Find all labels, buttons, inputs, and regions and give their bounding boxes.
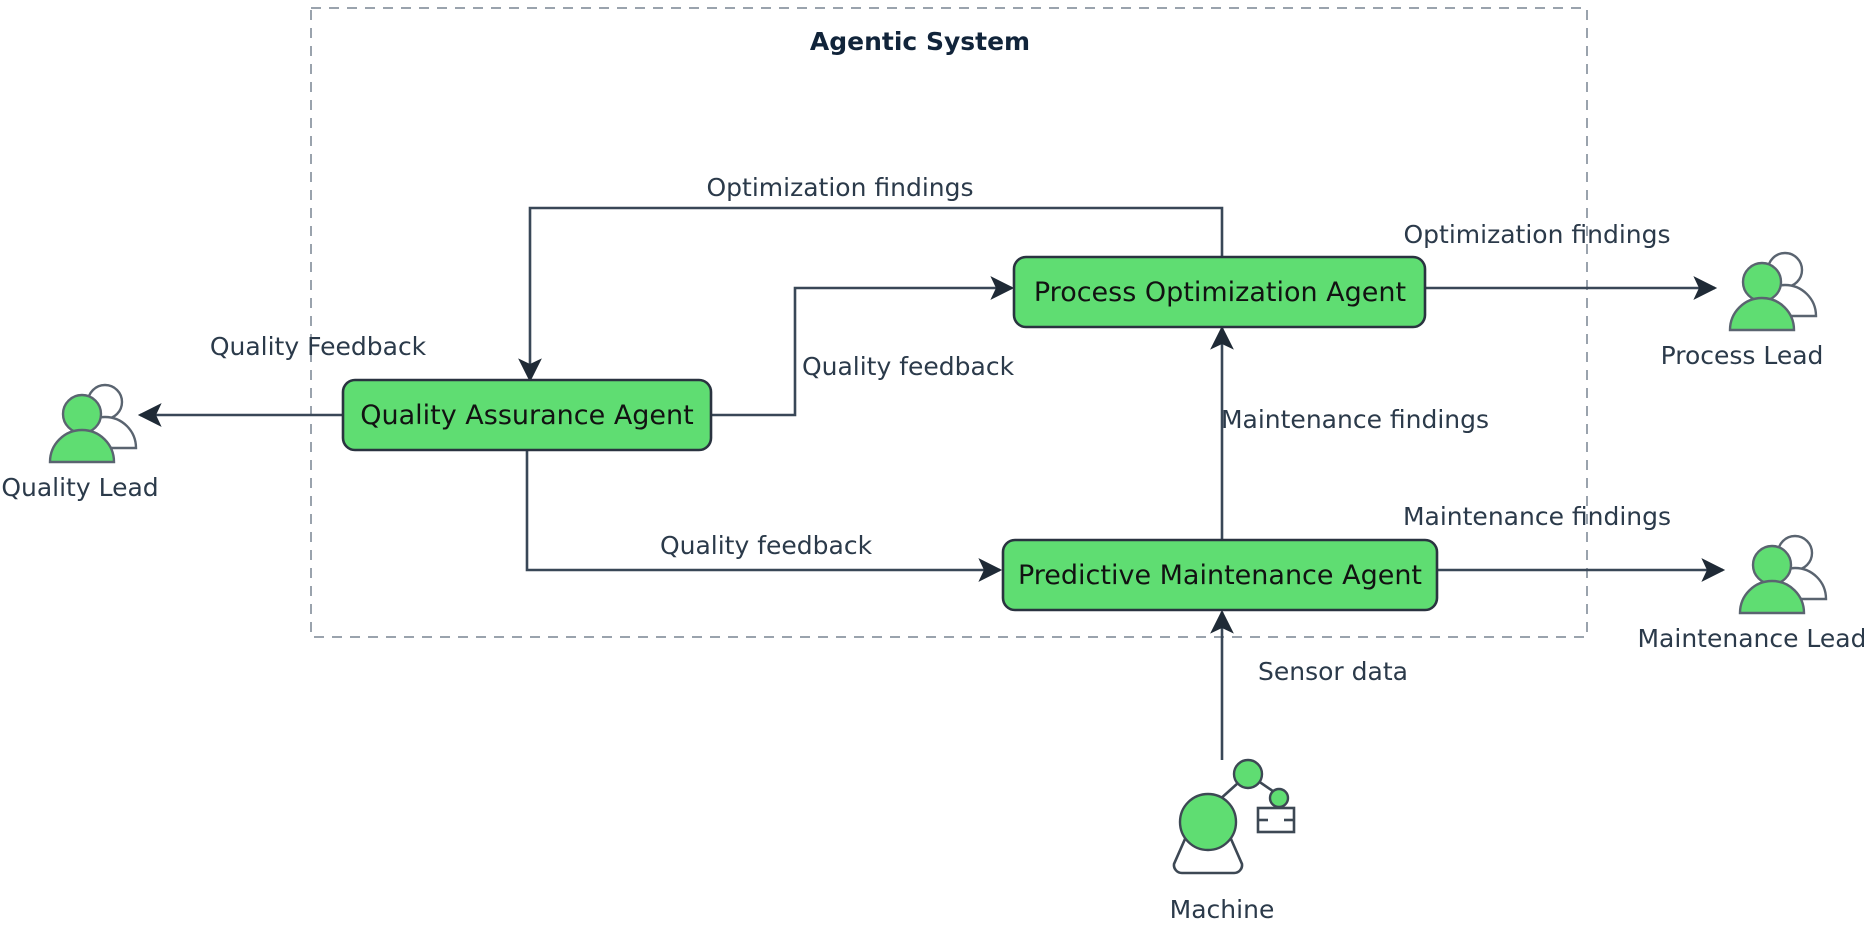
machine-label: Machine <box>1170 895 1275 924</box>
predictive-maintenance-agent-label: Predictive Maintenance Agent <box>1018 560 1422 591</box>
agentic-system-boundary <box>310 7 1588 638</box>
actor-maintenance-lead[interactable]: Maintenance Lead <box>1637 534 1864 653</box>
edge-label-optimization-findings-internal: Optimization findings <box>706 173 973 202</box>
edge-label-quality-feedback-pm: Quality feedback <box>660 531 873 560</box>
node-predictive-maintenance-agent[interactable]: Predictive Maintenance Agent <box>1001 538 1439 612</box>
people-icon <box>1728 251 1818 332</box>
process-lead-label: Process Lead <box>1661 341 1824 370</box>
edge-pm-to-maintenance-lead: Maintenance findings <box>1403 502 1726 582</box>
actor-quality-lead[interactable]: Quality Lead <box>1 383 159 502</box>
people-icon <box>1738 534 1828 615</box>
node-process-optimization-agent[interactable]: Process Optimization Agent <box>1012 255 1427 329</box>
people-icon <box>48 383 138 464</box>
quality-assurance-agent-label: Quality Assurance Agent <box>360 400 694 431</box>
edge-label-optimization-findings-lead: Optimization findings <box>1403 220 1670 249</box>
maintenance-lead-label: Maintenance Lead <box>1637 624 1864 653</box>
edge-qa-to-pm: Quality feedback <box>525 450 1003 582</box>
edge-pm-to-po: Maintenance findings <box>1210 325 1489 540</box>
process-optimization-agent-label: Process Optimization Agent <box>1034 277 1406 308</box>
quality-assurance-agent-box[interactable] <box>341 378 713 452</box>
edge-label-maintenance-findings-po: Maintenance findings <box>1221 405 1489 434</box>
actor-machine[interactable]: Machine <box>1170 758 1296 924</box>
edge-label-maintenance-findings-lead: Maintenance findings <box>1403 502 1671 531</box>
node-quality-assurance-agent[interactable]: Quality Assurance Agent <box>341 378 713 452</box>
edge-qa-to-po: Quality feedback <box>711 276 1015 417</box>
actor-process-lead[interactable]: Process Lead <box>1661 251 1824 370</box>
edge-label-sensor-data: Sensor data <box>1258 657 1408 686</box>
edge-qa-to-quality-lead: Quality Feedback <box>137 332 427 427</box>
edge-label-quality-feedback-lead: Quality Feedback <box>210 332 427 361</box>
robot-arm-icon <box>1172 758 1296 875</box>
quality-lead-label: Quality Lead <box>1 473 158 502</box>
edge-po-to-process-lead: Optimization findings <box>1403 220 1718 300</box>
predictive-maintenance-agent-box[interactable] <box>1001 538 1439 612</box>
edge-po-to-qa: Optimization findings <box>518 173 1224 383</box>
group-title: Agentic System <box>810 27 1030 56</box>
edge-machine-to-pm: Sensor data <box>1210 609 1408 760</box>
process-optimization-agent-box[interactable] <box>1012 255 1427 329</box>
edge-label-quality-feedback-po: Quality feedback <box>802 352 1015 381</box>
